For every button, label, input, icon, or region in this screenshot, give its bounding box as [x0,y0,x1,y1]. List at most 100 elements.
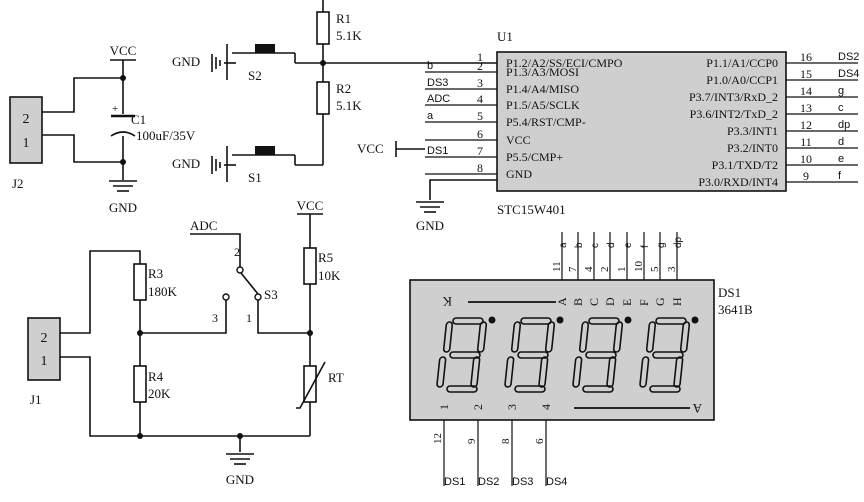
segment-net-label: a [558,242,569,248]
segment-pin-number: 11 [551,261,563,272]
mcu-right-pin-num: 9 [803,169,809,183]
s3-pin3: 3 [212,311,218,325]
mcu-right-pin-name: P3.7/INT3/RxD_2 [689,90,778,104]
u1-part: STC15W401 [497,202,566,217]
digit-common-label: 4 [539,404,553,410]
mcu-right-net-label: e [838,153,844,165]
mcu-right-pin-name: P3.3/INT1 [727,124,778,138]
mcu-left-pin-name: P1.3/A3/MOSI [506,65,579,79]
segment [639,356,650,388]
gnd-bottom-label: GND [226,472,254,487]
mcu-vcc-label: VCC [357,141,384,156]
ds1-a-label: A [692,401,702,416]
r4-value: 20K [148,386,171,401]
mcu-gnd: GND [416,179,497,233]
segment [679,321,691,353]
segment [520,317,552,325]
segment [649,385,681,393]
segment [645,321,657,353]
mcu-left-pin-name: P5.4/RST/CMP- [506,115,586,129]
mcu-left-pin-name: VCC [506,133,531,147]
resistor-r1: R1 5.1K [316,0,362,82]
mcu-right-pin-name: P3.1/TXD/T2 [712,158,778,172]
seven-segment-digit [639,316,699,393]
segment-pin-number: 3 [666,266,678,272]
segment [612,321,624,353]
junction-r4-gnd [137,433,143,439]
s3-pin1: 1 [246,311,252,325]
digit-pin-number: 12 [432,433,444,444]
mcu-right-net-label: d [838,136,844,148]
decimal-point [691,316,699,324]
segment-net-label: b [574,242,585,248]
gnd-bottom: GND [226,436,254,487]
segment-letter-label: C [587,298,601,306]
digit-common-label: 2 [471,404,485,410]
segment-pin-number: 2 [599,267,611,273]
seven-segment-digit [436,316,496,393]
mcu-gnd-label: GND [416,218,444,233]
switch-s3: ADC 2 3 1 S3 [140,218,310,334]
segment [655,317,687,325]
r4-ref: R4 [148,369,164,384]
segment [470,356,481,388]
r5-value: 10K [318,268,341,283]
capacitor-c1: + C1 100uF/35V [110,103,196,143]
segment [476,321,488,353]
segment [510,321,522,353]
ds1-ref: DS1 [718,285,741,300]
segment [585,351,617,359]
junction-r5-rt [307,330,313,336]
segment-letter-label: H [670,297,684,306]
gnd-c1-label: GND [109,200,137,215]
mcu-left-net-label: a [427,110,434,122]
j1-ref: J1 [30,392,42,407]
segment-pin-number: 4 [583,266,595,272]
display-ds1: DS1 3641B K A a11Ab7Bc4Cd2De1Ef10Fg5Gdp3… [409,232,753,488]
segment [606,356,617,388]
mcu-right-net-label: DS4 [838,68,859,80]
segment-letter-label: A [555,297,569,306]
decimal-point [556,316,564,324]
r1-value: 5.1K [336,28,362,43]
switch-s1: GND S1 [172,146,323,185]
mcu-right-net-label: c [838,102,844,114]
segment-letter-label: E [620,299,634,306]
segment-letter-label: D [603,297,617,306]
segment [436,356,447,388]
c1-plus: + [112,103,118,115]
mcu-left-pin-num: 5 [477,109,483,123]
j2-ref: J2 [12,176,24,191]
display-digits [436,316,699,393]
digit-net-label: DS3 [512,476,533,488]
segment [449,351,481,359]
ds1-k-label: K [442,294,452,309]
mcu-left-net-label: DS3 [427,77,448,89]
u1-ref: U1 [497,29,513,44]
mcu-right-net-label: g [838,85,844,97]
mcu-right-pin-num: 13 [800,101,812,115]
vcc-label: VCC [110,43,137,58]
mcu-left-net-label: b [427,60,433,72]
segment [588,317,620,325]
segment-net-label: e [623,242,634,248]
c1-value: 100uF/35V [136,128,196,143]
seven-segment-digit [504,316,564,393]
mcu-right-pin-num: 12 [800,118,812,132]
connector-j1: 2 1 J1 [27,317,61,407]
segment [538,356,549,388]
mcu-left-pin-name: P5.5/CMP+ [506,150,563,164]
segment-letter-label: B [571,298,585,306]
mcu-right-pin-num: 14 [800,84,812,98]
r2-value: 5.1K [336,98,362,113]
mcu-left-net-label: ADC [427,93,450,105]
mcu-left-pin-num: 8 [477,161,483,175]
gnd-c1: GND [109,180,137,215]
mcu-right-pin-num: 16 [800,50,812,64]
s2-gnd-label: GND [172,54,200,69]
s3-ref: S3 [264,287,278,302]
segment-letter-label: G [653,297,667,306]
